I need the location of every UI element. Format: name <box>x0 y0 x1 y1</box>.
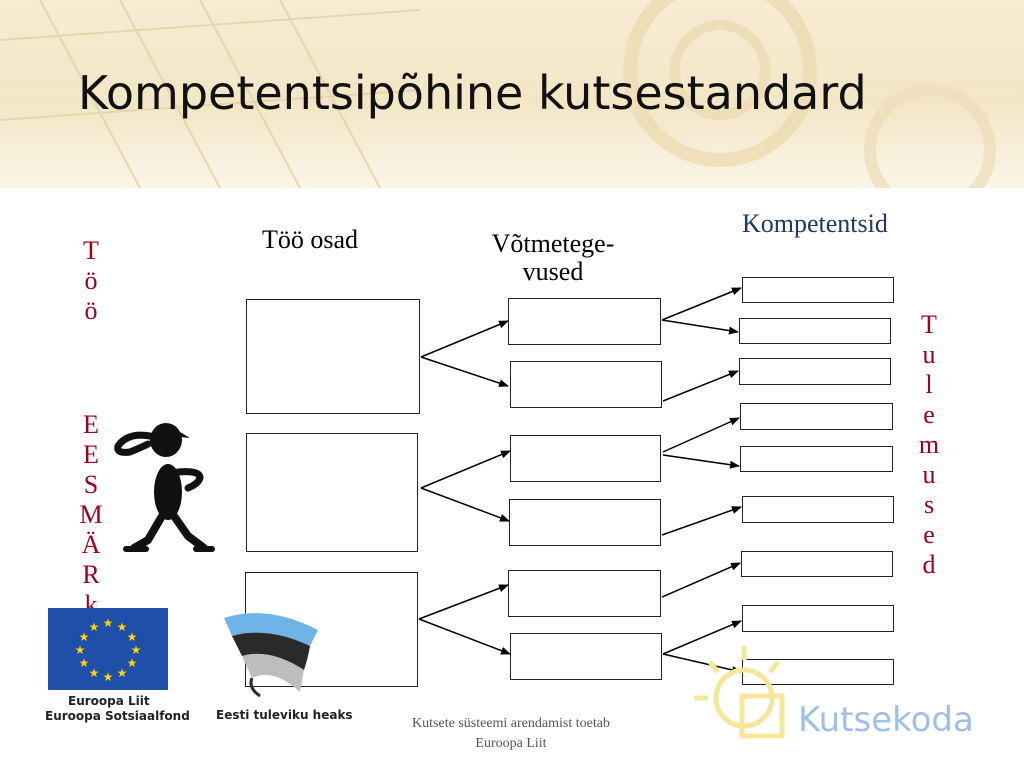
arrow <box>661 319 739 335</box>
svg-text:★: ★ <box>79 656 90 670</box>
key-task-box <box>508 298 661 345</box>
svg-text:★: ★ <box>131 643 142 657</box>
svg-text:★: ★ <box>75 643 86 657</box>
eu-label-line1: Euroopa Liit <box>68 694 150 708</box>
key-task-box <box>508 570 661 617</box>
left-vertical-letter: Ä <box>81 530 101 559</box>
right-vertical-letter: u <box>922 460 936 489</box>
competence-box <box>739 318 891 344</box>
right-vertical-letter: e <box>923 400 935 429</box>
competences-label: Kompetentsid <box>742 209 888 238</box>
arrow <box>418 618 511 655</box>
arrow <box>420 450 511 489</box>
competence-box <box>739 358 891 385</box>
right-vertical-letter: l <box>925 370 933 399</box>
work-part-box <box>246 433 418 552</box>
left-vertical-letter: ö <box>84 296 98 325</box>
work-parts-label: Töö osad <box>262 225 359 254</box>
kutsekoda-sun-icon <box>694 646 785 739</box>
key-tasks-label: Võtmetege- vused <box>478 230 628 286</box>
svg-text:★: ★ <box>117 620 128 634</box>
eu-label-line2: Euroopa Sotsiaalfond <box>45 709 190 723</box>
work-part-box <box>246 299 420 414</box>
arrow <box>661 562 741 598</box>
key-tasks-label-line1: Võtmetege- <box>491 229 615 258</box>
svg-text:★: ★ <box>103 616 114 630</box>
svg-text:★: ★ <box>103 670 114 684</box>
estonia-tagline: Eesti tuleviku heaks <box>216 708 353 722</box>
competence-box <box>742 496 894 523</box>
key-tasks-label-line2: vused <box>522 257 584 286</box>
footer-line1: Kutsete süsteemi arendamist toetab <box>412 716 610 731</box>
header-texture <box>0 0 996 188</box>
left-vertical-letter: ö <box>84 266 98 295</box>
thinking-figure-icon <box>114 423 215 552</box>
header-background <box>0 0 1024 188</box>
arrow <box>420 356 509 387</box>
left-vertical-letter: M <box>79 500 103 529</box>
svg-text:★: ★ <box>127 656 138 670</box>
right-vertical-letter: u <box>922 340 936 369</box>
estonia-flag-swoosh-icon <box>224 613 318 698</box>
key-task-box <box>509 499 661 546</box>
arrow <box>420 320 509 358</box>
left-vertical-bottom: E E S M Ä R k <box>76 410 106 620</box>
slide-title: Kompetentsipõhine kutsestandard <box>78 66 867 120</box>
key-task-box <box>510 361 662 408</box>
right-vertical-letter: T <box>921 310 937 339</box>
right-vertical-letter: s <box>923 490 935 519</box>
arrow <box>661 506 742 536</box>
key-task-box <box>510 435 661 482</box>
arrow <box>662 620 742 655</box>
svg-text:★: ★ <box>79 630 90 644</box>
arrow <box>662 454 740 469</box>
left-vertical-letter: E <box>83 440 99 469</box>
svg-text:★: ★ <box>117 666 128 680</box>
key-task-box <box>510 633 662 680</box>
footer-text: Kutsete süsteemi arendamist toetab Euroo… <box>380 714 642 754</box>
left-vertical-letter: S <box>83 470 99 499</box>
kutsekoda-logo-text: Kutsekoda <box>798 700 974 740</box>
competence-box <box>742 605 894 632</box>
competence-box <box>740 446 893 472</box>
right-vertical-letter: d <box>922 550 936 579</box>
left-vertical-top: T ö ö <box>76 236 106 326</box>
left-vertical-letter: E <box>83 410 99 439</box>
competence-box <box>740 403 893 430</box>
arrow <box>662 417 740 453</box>
svg-text:★: ★ <box>127 630 138 644</box>
competence-box <box>742 277 894 303</box>
arrow <box>418 584 509 620</box>
arrow <box>662 653 742 674</box>
left-vertical-letter: T <box>83 236 99 265</box>
left-vertical-letter: R <box>82 560 100 589</box>
svg-text:★: ★ <box>89 666 100 680</box>
arrow <box>662 370 739 402</box>
arrow <box>420 487 510 522</box>
eu-flag-icon: ★★★ ★★★ ★★★ ★★★ <box>48 608 168 690</box>
right-vertical-letter: e <box>923 520 935 549</box>
svg-text:★: ★ <box>89 620 100 634</box>
competence-box <box>741 551 893 577</box>
footer-line2: Euroopa Liit <box>475 736 547 751</box>
arrow <box>661 287 742 321</box>
right-vertical: T u l e m u s e d <box>914 310 944 580</box>
right-vertical-letter: m <box>918 430 940 459</box>
